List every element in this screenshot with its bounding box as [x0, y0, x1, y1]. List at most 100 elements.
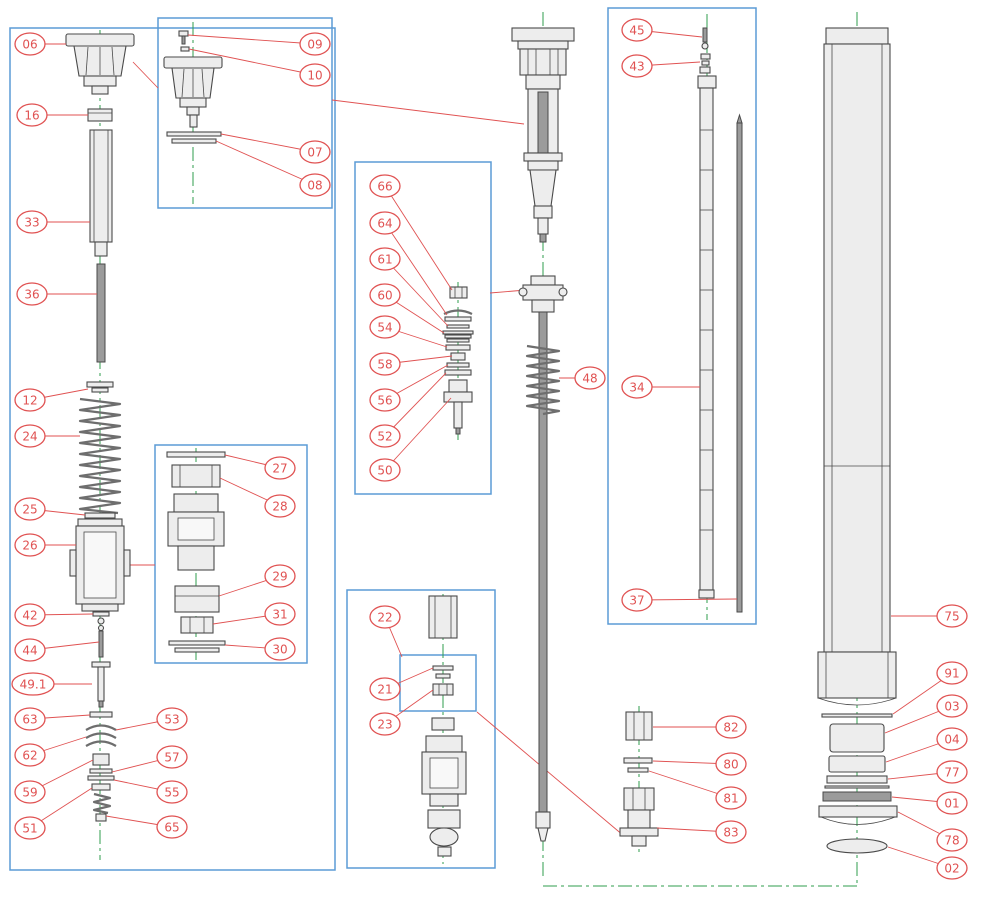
callout-78[interactable]: 78 [897, 811, 968, 852]
callout-bubble [369, 211, 401, 235]
callout-label: 36 [24, 288, 39, 302]
callout-02[interactable]: 02 [887, 846, 968, 880]
part-cap-detail-body [163, 56, 223, 128]
callout-81[interactable]: 81 [648, 770, 747, 810]
callout-45[interactable]: 45 [621, 18, 703, 42]
callout-43[interactable]: 43 [621, 54, 701, 78]
callout-bubble [369, 424, 401, 448]
callout-28[interactable]: 28 [219, 477, 296, 518]
callout-bubble [936, 760, 968, 784]
callout-64[interactable]: 64 [369, 211, 448, 316]
callout-bubble [299, 63, 331, 87]
callout-03[interactable]: 03 [884, 694, 968, 734]
callout-51[interactable]: 51 [14, 787, 93, 840]
callout-54[interactable]: 54 [369, 315, 448, 348]
callout-26[interactable]: 26 [14, 533, 76, 557]
callout-label: 55 [164, 786, 179, 800]
part-damper-rod-center [518, 275, 568, 842]
callout-53[interactable]: 53 [115, 707, 188, 731]
part-spacer-59 [87, 753, 115, 781]
callout-07[interactable]: 07 [220, 133, 331, 164]
callout-42[interactable]: 42 [14, 603, 94, 627]
callout-50[interactable]: 50 [369, 397, 452, 482]
callout-75[interactable]: 75 [891, 604, 968, 628]
callout-59[interactable]: 59 [14, 759, 94, 804]
callout-21[interactable]: 21 [369, 667, 434, 701]
part-spring-washer-64 [443, 309, 473, 322]
part-base-valve-body [421, 717, 467, 857]
callout-12[interactable]: 12 [14, 388, 89, 412]
part-bushing-16 [87, 108, 113, 122]
callout-57[interactable]: 57 [111, 745, 188, 773]
callout-bubble [156, 780, 188, 804]
callout-bubble [264, 456, 296, 480]
leader-line [636, 598, 738, 601]
callout-52[interactable]: 52 [369, 372, 447, 448]
callout-49-1[interactable]: 49.1 [11, 672, 92, 696]
part-pushrod-34 [697, 75, 717, 599]
callout-23[interactable]: 23 [369, 689, 434, 736]
part-washer-63 [89, 711, 113, 718]
callout-62[interactable]: 62 [14, 736, 87, 767]
callout-label: 09 [307, 38, 322, 52]
callout-66[interactable]: 66 [369, 174, 453, 291]
callout-04[interactable]: 04 [885, 727, 968, 763]
part-outer-tube-75 [817, 27, 897, 706]
callout-65[interactable]: 65 [105, 815, 188, 839]
callout-24[interactable]: 24 [14, 424, 80, 448]
callout-31[interactable]: 31 [212, 602, 296, 626]
callout-label: 53 [164, 713, 179, 727]
callout-82[interactable]: 82 [653, 715, 747, 739]
callout-25[interactable]: 25 [14, 497, 86, 521]
callout-36[interactable]: 36 [16, 282, 97, 306]
part-needle-45 [701, 27, 709, 50]
callout-label: 80 [723, 758, 738, 772]
callout-22[interactable]: 22 [369, 605, 403, 658]
callout-55[interactable]: 55 [113, 779, 188, 804]
connector-detail-to-damper [331, 99, 525, 125]
callout-33[interactable]: 33 [16, 210, 90, 234]
connector-valve-to-bolt [476, 711, 625, 837]
callout-27[interactable]: 27 [224, 454, 296, 480]
callout-80[interactable]: 80 [652, 752, 747, 776]
callout-label: 65 [164, 821, 179, 835]
callout-bubble [369, 712, 401, 736]
callout-48[interactable]: 48 [559, 366, 606, 390]
callout-29[interactable]: 29 [218, 564, 296, 597]
part-shims-60 [442, 330, 474, 343]
callout-10[interactable]: 10 [188, 48, 331, 87]
callout-09[interactable]: 09 [187, 32, 331, 56]
callout-bubble [369, 247, 401, 271]
callout-label: 33 [24, 216, 39, 230]
callout-37[interactable]: 37 [621, 588, 738, 612]
callout-61[interactable]: 61 [369, 247, 449, 327]
callout-label: 12 [22, 394, 37, 408]
callout-34[interactable]: 34 [621, 375, 700, 399]
callout-bubble [369, 605, 401, 629]
callout-bubble [264, 637, 296, 661]
part-adjuster-rod-49-1 [91, 661, 111, 708]
part-nut-23 [432, 683, 454, 696]
part-seat-51 [91, 783, 112, 822]
frame-piston-detail [154, 444, 308, 664]
callout-91[interactable]: 91 [892, 661, 968, 715]
callout-44[interactable]: 44 [14, 638, 100, 662]
part-valve-50 [443, 379, 473, 435]
callout-77[interactable]: 77 [887, 760, 968, 784]
part-piston-body [167, 493, 225, 571]
callout-bubble [936, 694, 968, 718]
callout-58[interactable]: 58 [369, 352, 453, 376]
callout-bubble [299, 173, 331, 197]
callout-label: 10 [307, 69, 322, 83]
callout-01[interactable]: 01 [891, 791, 968, 815]
callout-08[interactable]: 08 [215, 140, 331, 197]
callout-60[interactable]: 60 [369, 283, 445, 334]
callout-bubble [14, 638, 46, 662]
callout-06[interactable]: 06 [14, 32, 66, 56]
callout-30[interactable]: 30 [224, 637, 296, 661]
callout-16[interactable]: 16 [16, 103, 88, 127]
callout-83[interactable]: 83 [656, 820, 747, 844]
callout-56[interactable]: 56 [369, 364, 449, 412]
callout-63[interactable]: 63 [14, 707, 91, 731]
callout-bubble [369, 388, 401, 412]
